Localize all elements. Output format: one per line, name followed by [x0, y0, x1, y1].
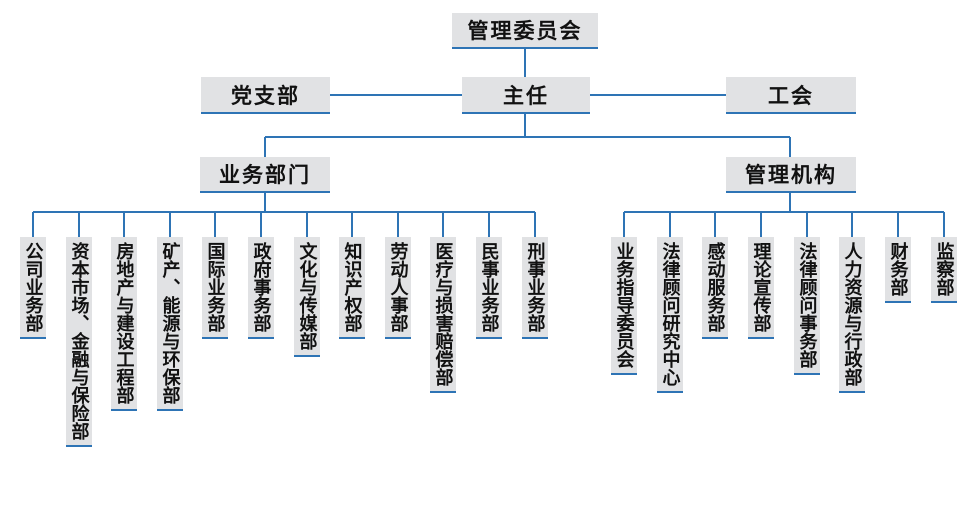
dept-government-affairs: 政府事务部	[248, 237, 274, 339]
mgmt-hr-administration: 人力资源与行政部	[839, 237, 865, 393]
mgmt-legal-counsel-research-center: 法律顾问研究中心	[657, 237, 683, 393]
dept-corporate: 公司业务部	[20, 237, 46, 339]
party-branch-box: 党支部	[201, 77, 330, 114]
union-box: 工会	[726, 77, 856, 114]
mgmt-legal-counsel-affairs: 法律顾问事务部	[794, 237, 820, 375]
mgmt-finance: 财务部	[885, 237, 911, 303]
mgmt-supervision: 监察部	[931, 237, 957, 303]
dept-intellectual-property: 知识产权部	[339, 237, 365, 339]
dept-labor-personnel: 劳动人事部	[385, 237, 411, 339]
director-box: 主任	[462, 77, 590, 114]
dept-medical-damages: 医疗与损害赔偿部	[430, 237, 456, 393]
dept-criminal: 刑事业务部	[522, 237, 548, 339]
dept-real-estate: 房地产与建设工程部	[111, 237, 137, 411]
dept-international: 国际业务部	[202, 237, 228, 339]
management-institutions-box: 管理机构	[726, 157, 856, 193]
dept-civil: 民事业务部	[476, 237, 502, 339]
mgmt-service-dept: 感动服务部	[702, 237, 728, 339]
committee-box: 管理委员会	[452, 13, 598, 49]
dept-mining-energy: 矿产、能源与环保部	[157, 237, 183, 411]
mgmt-business-guidance-committee: 业务指导委员会	[611, 237, 637, 375]
mgmt-theory-publicity: 理论宣传部	[748, 237, 774, 339]
dept-capital-markets: 资本市场、金融与保险部	[66, 237, 92, 447]
dept-culture-media: 文化与传媒部	[294, 237, 320, 357]
business-departments-box: 业务部门	[200, 157, 330, 193]
